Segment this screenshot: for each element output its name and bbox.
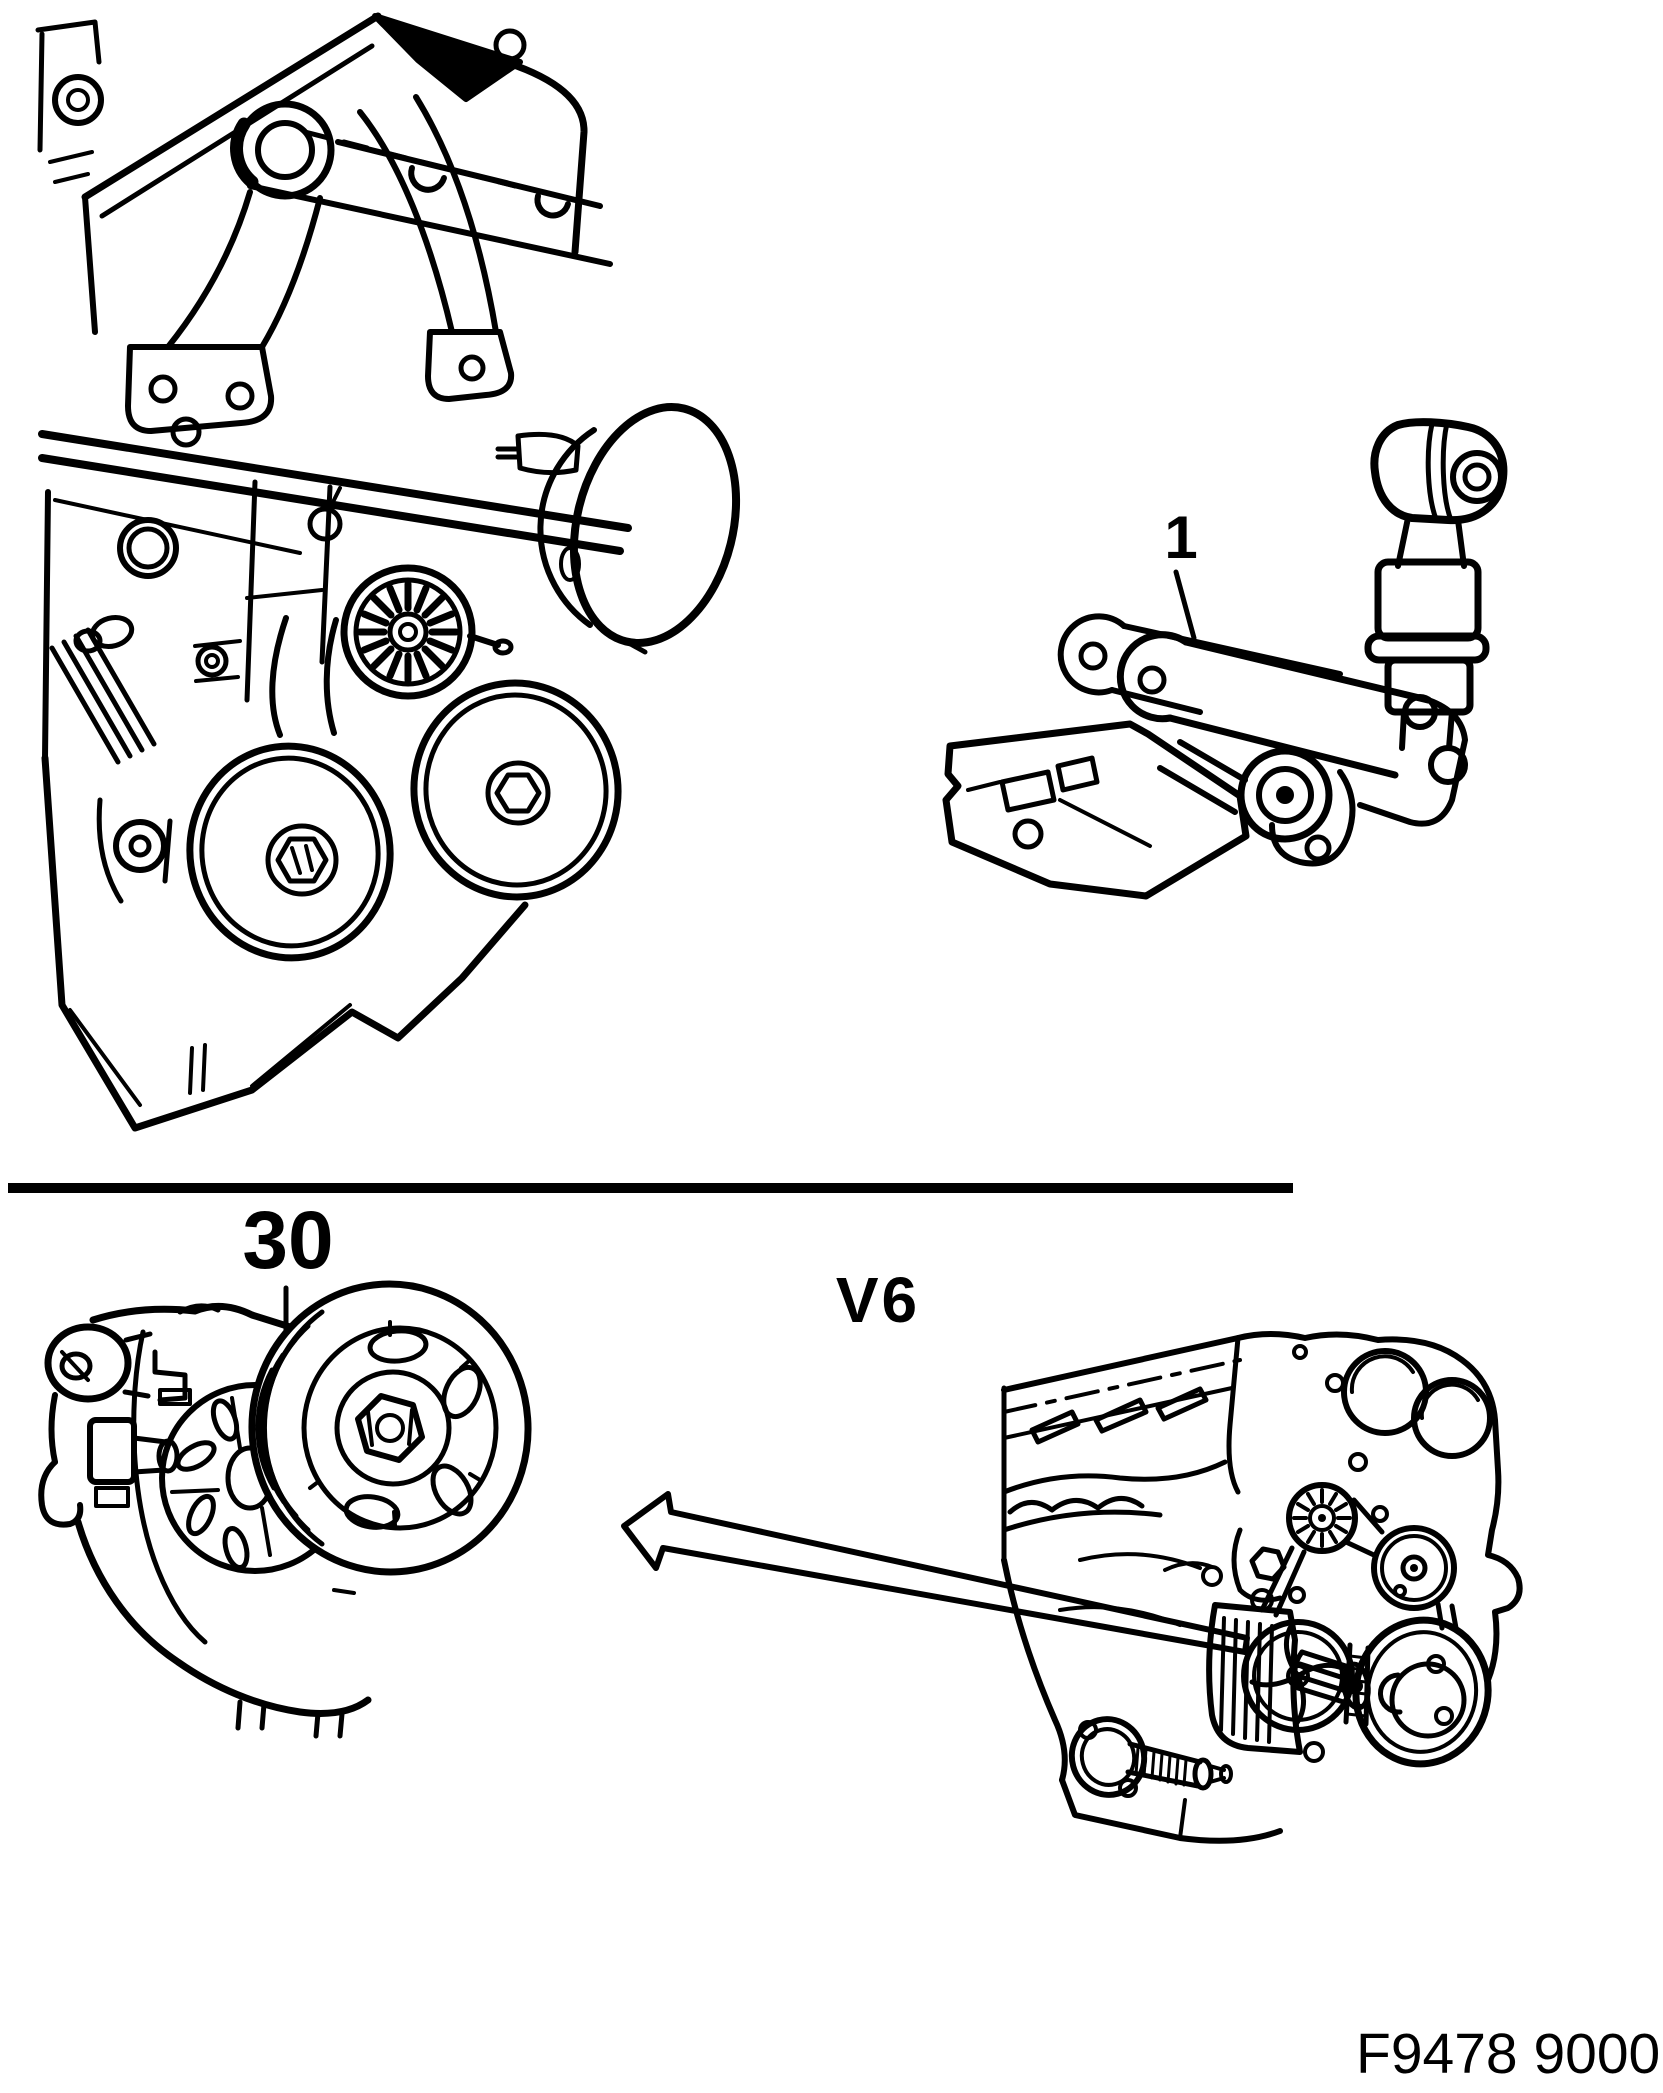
part-30-label: 30: [242, 1195, 334, 1286]
v6-engine-drawing: [1001, 1331, 1523, 1844]
alternator-drawing: [38, 1280, 532, 1739]
direction-arrow-icon: [621, 1491, 1250, 1655]
section-divider: [8, 1183, 1293, 1193]
part-1-leader-line: [1173, 569, 1197, 641]
engine-front-view: [35, 12, 741, 1132]
tensioner-assembly-drawing: [942, 418, 1508, 900]
v6-label: V6: [835, 1264, 921, 1336]
figure-code: F9478 9000: [1356, 2022, 1661, 2086]
part-1-label: 1: [1164, 504, 1198, 571]
